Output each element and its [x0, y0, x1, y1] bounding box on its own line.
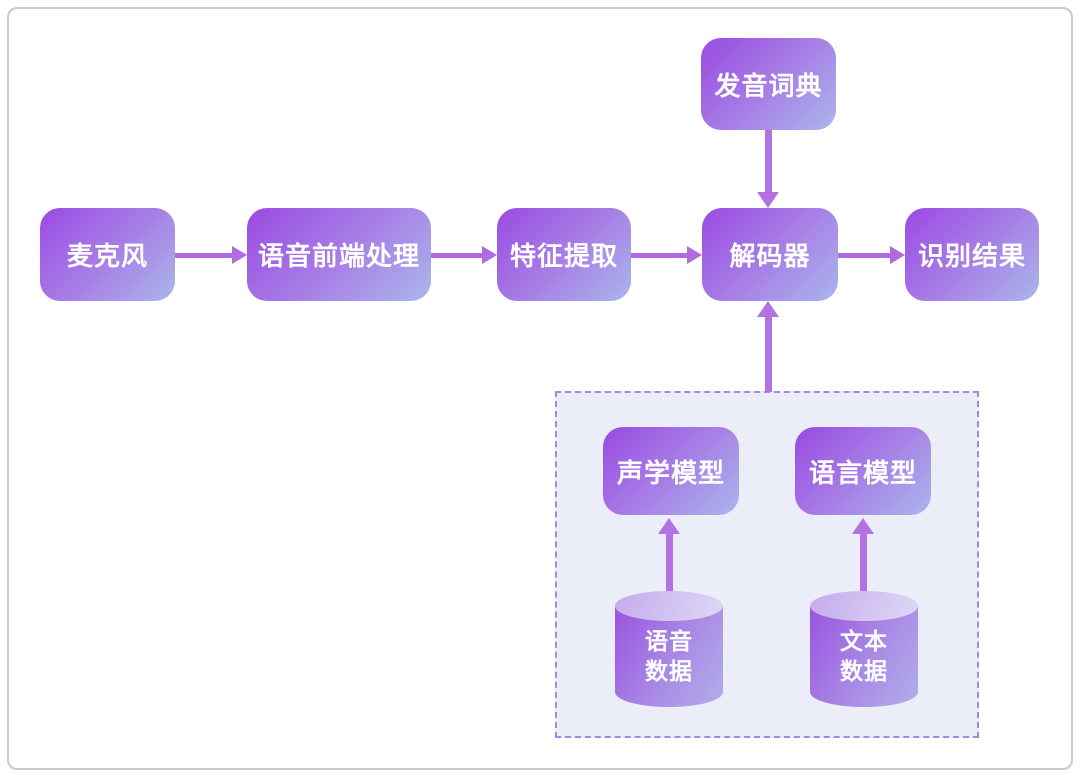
- arrow-lexicon-to-decoder: [757, 130, 779, 208]
- node-acoustic-model: 声学模型: [603, 427, 739, 515]
- arrow-shaft: [764, 317, 772, 392]
- arrow-shaft: [175, 252, 232, 258]
- node-microphone: 麦克风: [40, 208, 175, 301]
- arrowhead-up-icon: [852, 518, 874, 534]
- node-label: 特征提取: [509, 241, 618, 271]
- cylinder-speech-data: 语音 数据: [615, 591, 723, 707]
- cylinder-label: 文本 数据: [840, 628, 888, 684]
- arrow-shaft: [859, 534, 867, 602]
- node-pronunciation-lexicon: 发音词典: [701, 38, 836, 130]
- arrow-frontend-to-feature: [431, 246, 497, 264]
- cylinder-body: [615, 606, 723, 707]
- cylinder-top-ellipse: [615, 591, 723, 621]
- node-language-model: 语言模型: [795, 427, 931, 515]
- arrow-decoder-to-result: [838, 246, 905, 264]
- arrowhead-right-icon: [482, 246, 497, 264]
- arrow-feature-to-decoder: [631, 246, 702, 264]
- arrow-shaft: [431, 252, 482, 258]
- node-speech-frontend: 语音前端处理: [247, 208, 431, 301]
- arrow-textdata-to-language: [852, 518, 874, 602]
- node-label: 麦克风: [66, 241, 148, 271]
- node-feature-extraction: 特征提取: [497, 208, 631, 301]
- node-label: 语音前端处理: [257, 241, 420, 271]
- arrowhead-down-icon: [757, 192, 779, 208]
- arrowhead-right-icon: [687, 246, 702, 264]
- arrowhead-right-icon: [232, 246, 247, 264]
- arrow-microphone-to-frontend: [175, 246, 247, 264]
- arrowhead-up-icon: [658, 518, 680, 534]
- arrow-shaft: [764, 130, 772, 192]
- node-label: 识别结果: [917, 241, 1026, 271]
- arrow-shaft: [631, 252, 687, 258]
- node-label: 解码器: [729, 241, 811, 271]
- cylinder-label: 语音 数据: [645, 628, 693, 684]
- cylinder-text-data: 文本 数据: [810, 591, 918, 707]
- cylinder-top-ellipse: [810, 591, 918, 621]
- arrow-models-to-decoder: [757, 301, 779, 392]
- cylinder-body: [810, 606, 918, 707]
- arrow-shaft: [665, 534, 673, 602]
- node-decoder: 解码器: [702, 208, 838, 301]
- arrow-speechdata-to-acoustic: [658, 518, 680, 602]
- node-label: 声学模型: [616, 457, 725, 488]
- arrow-shaft: [838, 252, 890, 258]
- node-recognition-result: 识别结果: [905, 208, 1039, 301]
- arrowhead-right-icon: [890, 246, 905, 264]
- arrowhead-up-icon: [757, 301, 779, 317]
- node-label: 语言模型: [808, 457, 917, 488]
- node-label: 发音词典: [714, 70, 823, 101]
